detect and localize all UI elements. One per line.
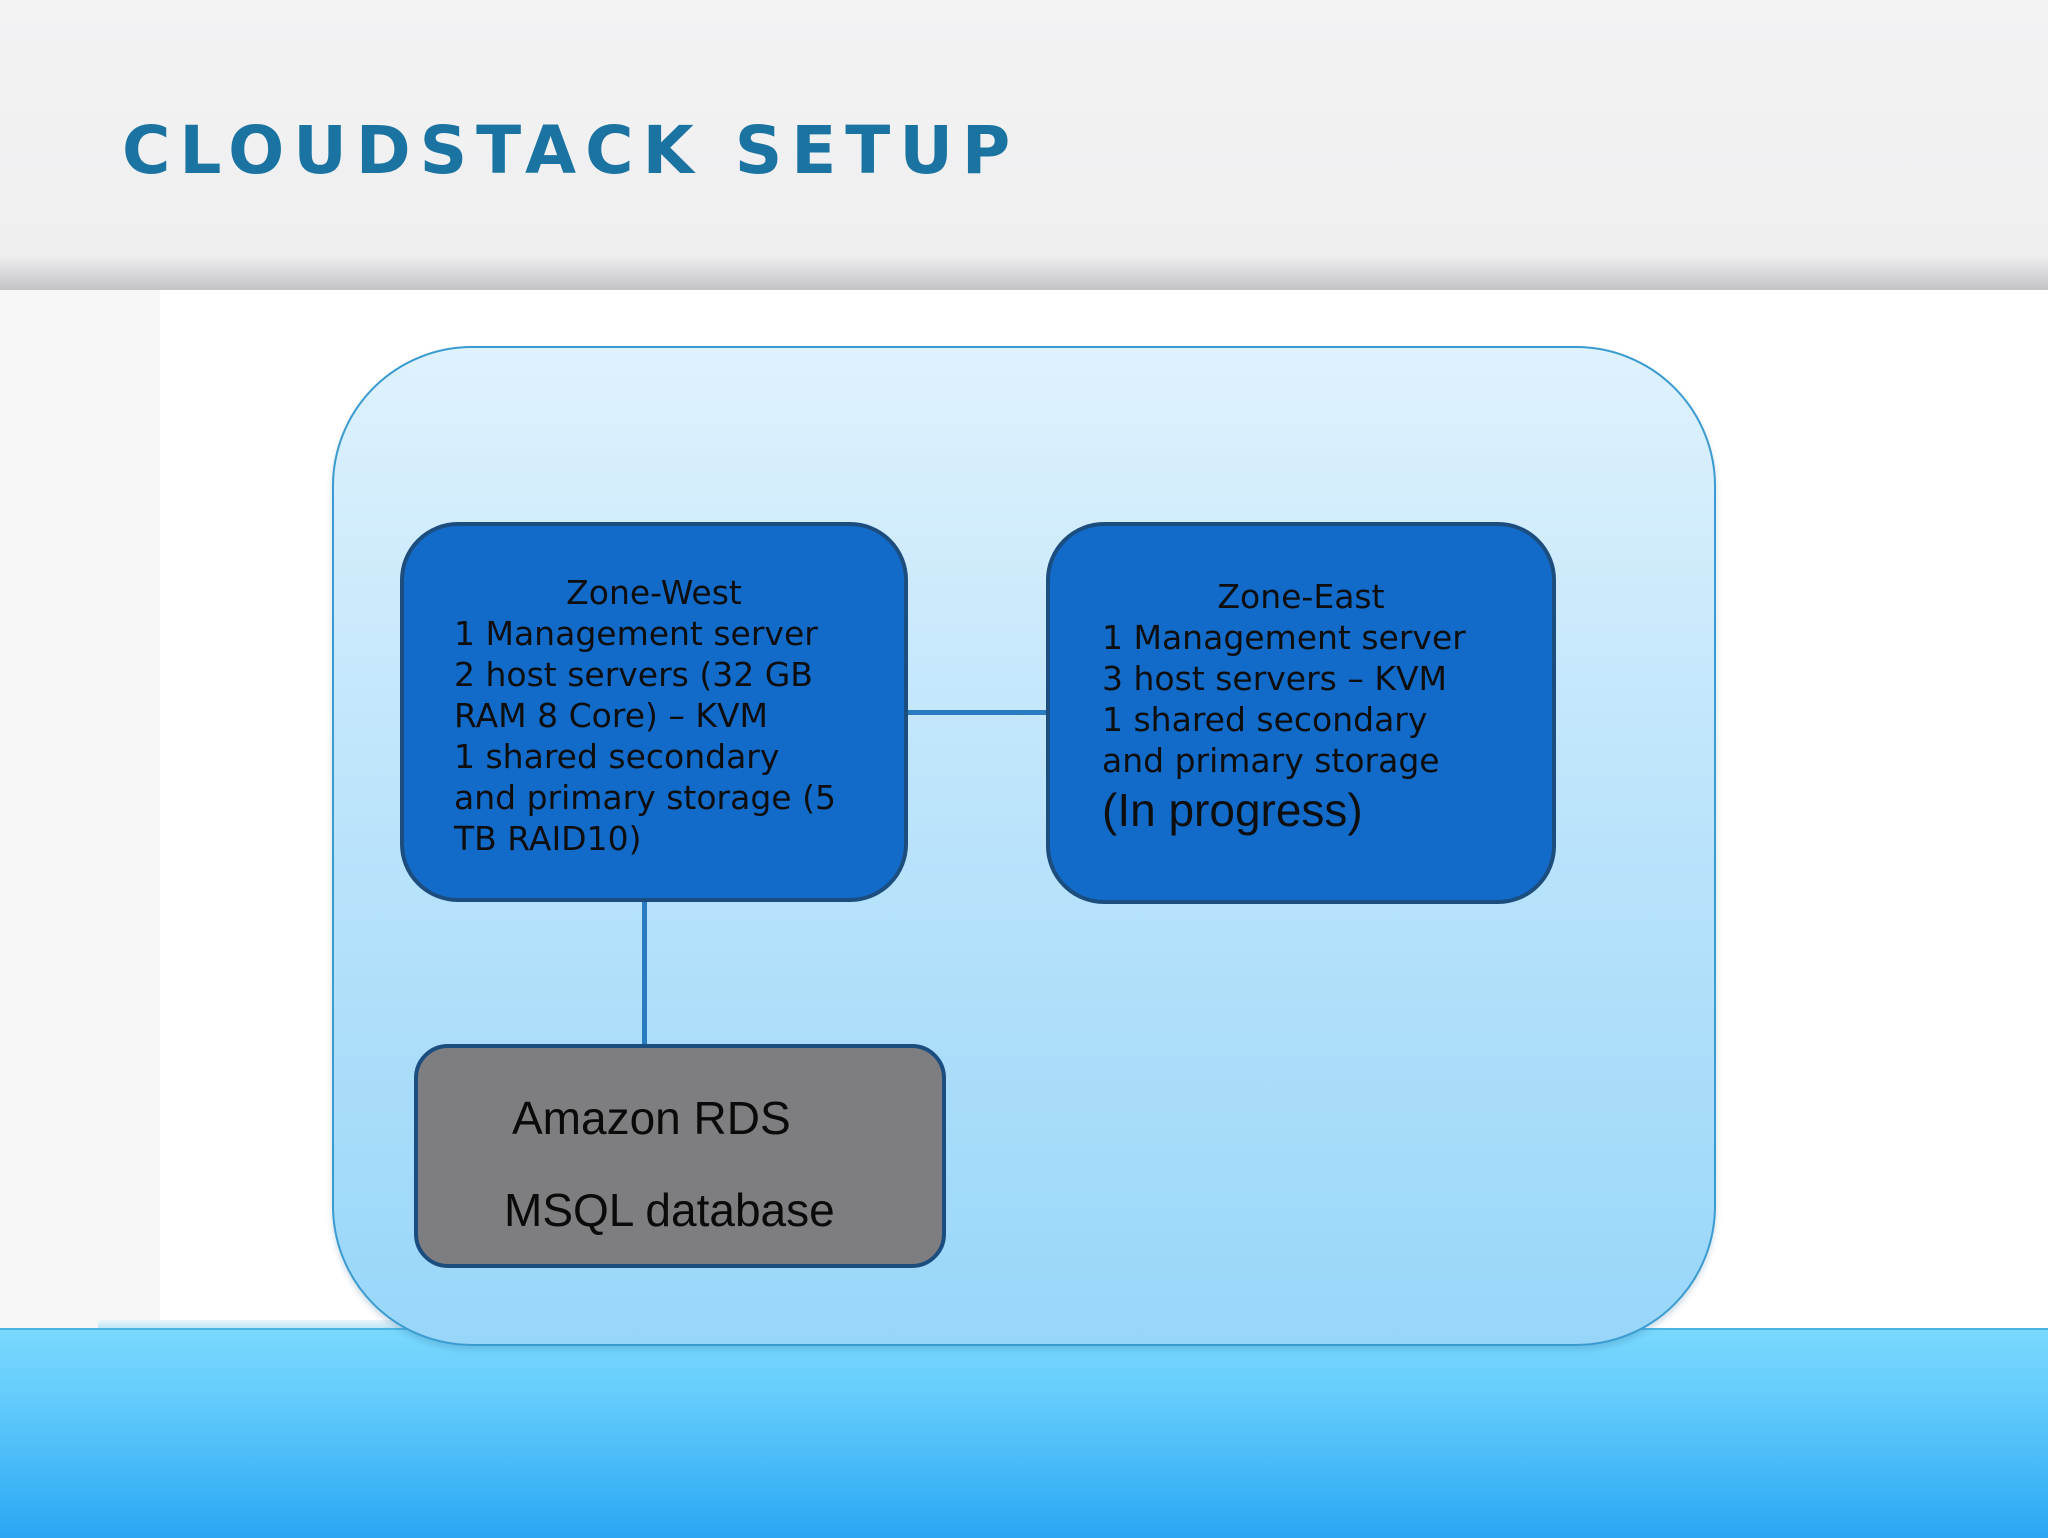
slide-side-panel [0, 290, 160, 1330]
footer-ghost-tab [98, 1320, 410, 1328]
zone-west-line: TB RAID10) [454, 819, 642, 858]
zone-west-line: RAM 8 Core) – KVM [454, 696, 769, 735]
zone-west-box: Zone-West 1 Management server 2 host ser… [400, 522, 908, 902]
zone-west-line: and primary storage (5 [454, 778, 836, 817]
database-line: MSQL database [504, 1184, 835, 1236]
zone-east-line: 1 shared secondary [1102, 700, 1428, 739]
slide-footer [0, 1328, 2048, 1538]
zone-east-status: (In progress) [1102, 784, 1363, 836]
zone-east-title: Zone-East [1217, 577, 1385, 616]
slide-header: CLOUDSTACK SETUP [0, 0, 2048, 290]
zone-west-line: 1 shared secondary [454, 737, 780, 776]
database-box: Amazon RDS MSQL database [414, 1044, 946, 1268]
slide-title: CLOUDSTACK SETUP [122, 112, 1020, 189]
connector-west-east [906, 710, 1048, 715]
zone-east-line: and primary storage [1102, 741, 1440, 780]
zone-east-line: 1 Management server [1102, 618, 1466, 657]
zone-east-box: Zone-East 1 Management server 3 host ser… [1046, 522, 1556, 904]
database-line: Amazon RDS [512, 1092, 791, 1144]
connector-west-database [642, 898, 647, 1048]
zone-west-line: 2 host servers (32 GB [454, 655, 813, 694]
zone-west-line: 1 Management server [454, 614, 818, 653]
zone-west-title: Zone-West [566, 573, 742, 612]
zone-east-line: 3 host servers – KVM [1102, 659, 1448, 698]
